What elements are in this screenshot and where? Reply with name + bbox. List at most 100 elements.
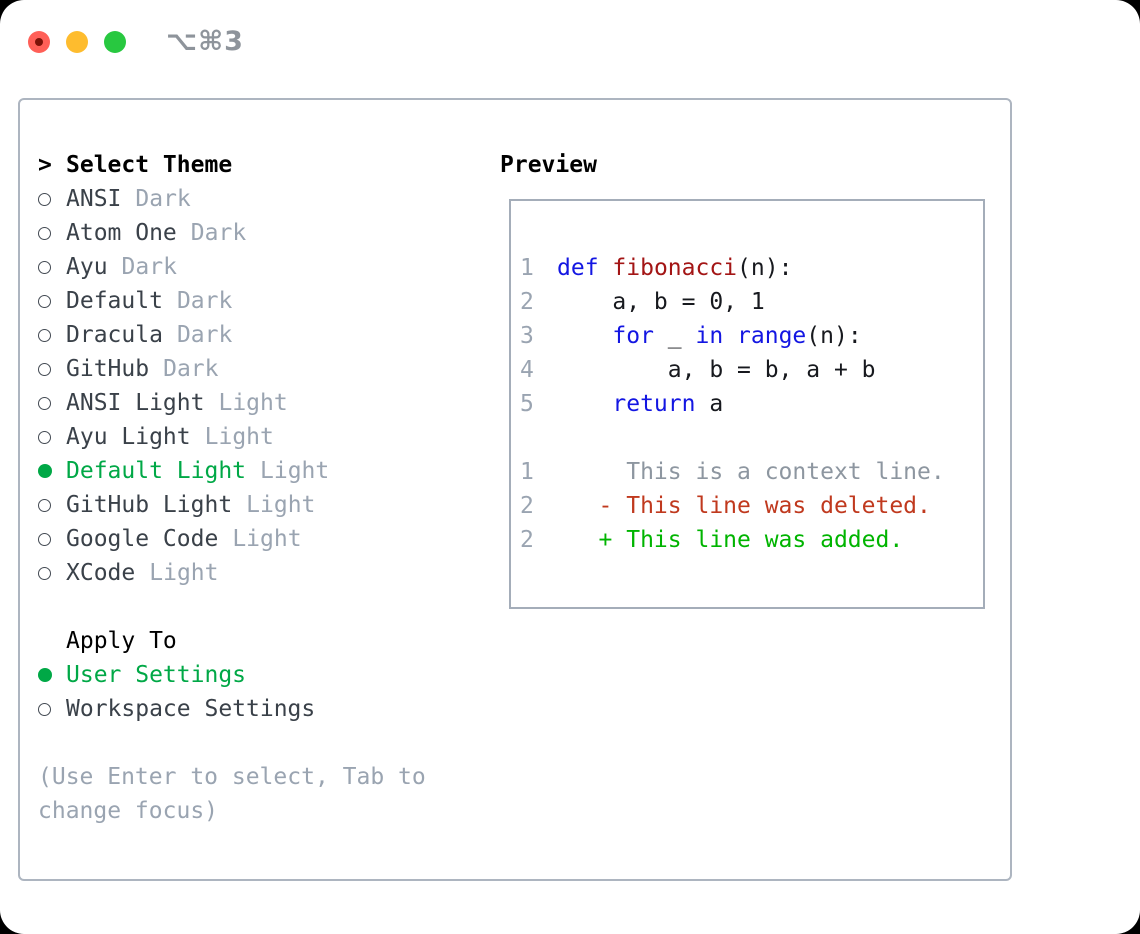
radio-icon xyxy=(38,261,51,274)
theme-option-ayu[interactable]: Ayu Dark xyxy=(38,250,488,284)
prompt-caret: > xyxy=(38,152,52,178)
option-label: Workspace Settings xyxy=(66,696,316,722)
theme-option-google-code[interactable]: Google Code Light xyxy=(38,522,488,556)
line-number: 3 xyxy=(520,323,534,349)
diff-text: + This line was added. xyxy=(557,527,904,553)
code-token-plain xyxy=(557,391,612,417)
apply-option-user-settings[interactable]: User Settings xyxy=(38,658,488,692)
select-theme-header: > Select Theme xyxy=(38,148,488,182)
code-token-keyword: return xyxy=(612,391,696,417)
theme-option-github[interactable]: GitHub Dark xyxy=(38,352,488,386)
code-token-keyword: for xyxy=(612,323,654,349)
titlebar: ⌥⌘3 xyxy=(28,26,244,57)
line-number: 1 xyxy=(520,459,534,485)
line-number: 2 xyxy=(520,493,534,519)
help-text: (Use Enter to select, Tab to change focu… xyxy=(38,764,426,824)
theme-option-dracula[interactable]: Dracula Dark xyxy=(38,318,488,352)
option-tag: Dark xyxy=(121,254,177,280)
radio-icon xyxy=(38,363,51,376)
preview-diff-line-added: 2 + This line was added. xyxy=(520,523,983,557)
radio-icon xyxy=(38,397,51,410)
preview-diff-line-deleted: 2 - This line was deleted. xyxy=(520,489,983,523)
code-token-plain xyxy=(599,255,613,281)
preview-code-line: 2 a, b = 0, 1 xyxy=(520,285,983,319)
theme-option-atom-one[interactable]: Atom One Dark xyxy=(38,216,488,250)
option-tag: Dark xyxy=(176,322,233,348)
radio-icon xyxy=(38,295,51,308)
code-token-plain: a, b = 0, 1 xyxy=(557,289,765,315)
theme-option-default-light[interactable]: Default Light Light xyxy=(38,454,488,488)
option-tag: Dark xyxy=(176,288,233,314)
radio-icon xyxy=(38,533,51,546)
option-label: ANSI Light xyxy=(66,390,205,416)
code-token-keyword: def xyxy=(557,255,599,281)
option-tag: Light xyxy=(246,492,316,518)
option-label: Dracula xyxy=(66,322,163,348)
radio-selected-icon xyxy=(38,464,52,478)
option-tag: Dark xyxy=(135,186,191,212)
radio-icon xyxy=(38,567,51,580)
option-label: GitHub xyxy=(66,356,150,382)
radio-icon xyxy=(38,703,51,716)
preview-diff-line-context: 1 This is a context line. xyxy=(520,455,983,489)
code-token-plain: a, b = b, a + b xyxy=(557,357,876,383)
line-number: 4 xyxy=(520,357,534,383)
apply-to-header: Apply To xyxy=(38,624,488,658)
zoom-button[interactable] xyxy=(104,30,126,53)
option-tag: Dark xyxy=(190,220,247,246)
option-label: Default Light xyxy=(66,458,247,484)
line-number: 1 xyxy=(520,255,534,281)
option-tag: Light xyxy=(149,560,219,586)
code-token-plain: (n): xyxy=(806,323,862,349)
option-label: Default xyxy=(66,288,163,314)
close-button[interactable] xyxy=(28,30,50,53)
option-tag: Light xyxy=(232,526,302,552)
option-tag: Light xyxy=(260,458,330,484)
apply-option-workspace-settings[interactable]: Workspace Settings xyxy=(38,692,488,726)
theme-option-ansi-light[interactable]: ANSI Light Light xyxy=(38,386,488,420)
close-dot-icon xyxy=(35,37,43,46)
option-tag: Light xyxy=(218,390,288,416)
preview-code-line: 4 a, b = b, a + b xyxy=(520,353,983,387)
option-label: Atom One xyxy=(66,220,177,246)
code-token-func: fibonacci xyxy=(612,255,738,281)
diff-text: - This line was deleted. xyxy=(557,493,931,519)
radio-icon xyxy=(38,431,51,444)
radio-icon xyxy=(38,499,51,512)
option-label: Ayu xyxy=(66,254,108,280)
option-tag: Dark xyxy=(163,356,219,382)
radio-icon xyxy=(38,329,51,342)
radio-icon xyxy=(38,227,51,240)
apply-to-title: Apply To xyxy=(66,628,177,654)
code-token-plain: _ xyxy=(653,323,696,349)
option-label: GitHub Light xyxy=(66,492,233,518)
radio-selected-icon xyxy=(38,668,52,682)
select-theme-title: Select Theme xyxy=(66,152,233,178)
window-shortcut-label: ⌥⌘3 xyxy=(166,26,244,57)
line-number: 2 xyxy=(520,527,534,553)
theme-option-github-light[interactable]: GitHub Light Light xyxy=(38,488,488,522)
line-number: 5 xyxy=(520,391,534,417)
preview-code-line: 3 for _ in range(n): xyxy=(520,319,983,353)
code-token-plain xyxy=(557,323,612,349)
minimize-button[interactable] xyxy=(66,30,88,53)
radio-icon xyxy=(38,193,51,206)
option-label: Google Code xyxy=(66,526,219,552)
code-token-plain: a xyxy=(695,391,724,417)
option-label: User Settings xyxy=(66,662,247,688)
option-tag: Light xyxy=(204,424,274,450)
code-token-keyword: in xyxy=(695,323,724,349)
preview-code-line: 5 return a xyxy=(520,387,983,421)
code-token-plain xyxy=(723,323,737,349)
theme-option-default[interactable]: Default Dark xyxy=(38,284,488,318)
spacer xyxy=(38,590,488,624)
